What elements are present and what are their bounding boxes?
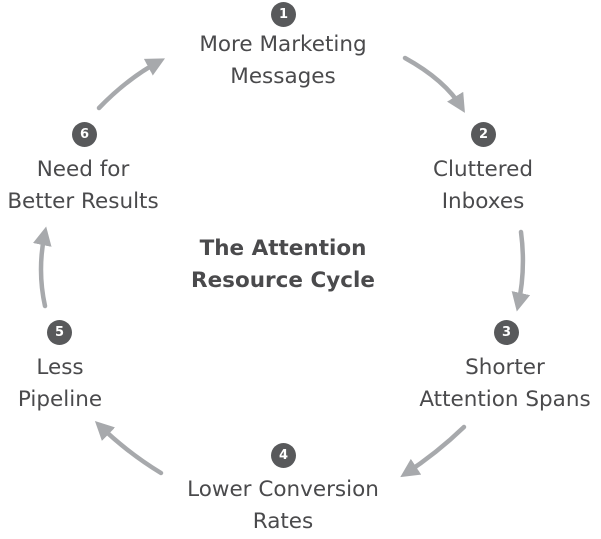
arrow-2-to-3	[511, 229, 531, 312]
step-4-number-badge: 4	[271, 443, 296, 468]
step-5-label: Less Pipeline	[18, 352, 102, 416]
step-1-label-line-2: Messages	[230, 64, 336, 89]
step-1-label: More Marketing Messages	[199, 29, 366, 93]
step-6-label-line-2: Better Results	[7, 189, 159, 214]
step-6-number-badge: 6	[72, 122, 97, 147]
step-2-number-badge: 2	[471, 122, 496, 147]
step-1-label-line-1: More Marketing	[199, 32, 367, 57]
step-6-label-line-1: Need for	[36, 157, 130, 182]
step-4-label: Lower Conversion Rates	[187, 474, 379, 538]
step-6-label: Need for Better Results	[7, 154, 158, 218]
arrow-1-to-2	[402, 55, 465, 113]
step-5-label-line-2: Pipeline	[17, 387, 103, 412]
step-1-number-badge: 1	[271, 2, 296, 27]
step-3-label-line-2: Attention Spans	[419, 387, 591, 412]
step-5-label-line-1: Less	[36, 355, 84, 380]
arrow-5-to-6	[33, 226, 52, 309]
step-3-number-badge: 3	[494, 320, 519, 345]
step-2-label: Cluttered Inboxes	[433, 154, 533, 218]
arrow-6-to-1	[96, 58, 166, 111]
step-3-label-line-1: Shorter	[465, 355, 545, 380]
step-5-number-badge: 5	[47, 320, 72, 345]
step-2-label-line-1: Cluttered	[433, 157, 533, 182]
cycle-title-line-2: Resource Cycle	[191, 268, 375, 293]
step-3-label: Shorter Attention Spans	[419, 352, 590, 416]
step-2-label-line-2: Inboxes	[441, 189, 525, 214]
cycle-title: The Attention Resource Cycle	[191, 233, 375, 297]
cycle-title-line-1: The Attention	[199, 236, 367, 261]
arrow-3-to-4	[400, 424, 467, 478]
arrow-4-to-5	[94, 421, 164, 476]
step-4-label-line-2: Rates	[252, 509, 314, 534]
step-4-label-line-1: Lower Conversion	[187, 477, 379, 502]
